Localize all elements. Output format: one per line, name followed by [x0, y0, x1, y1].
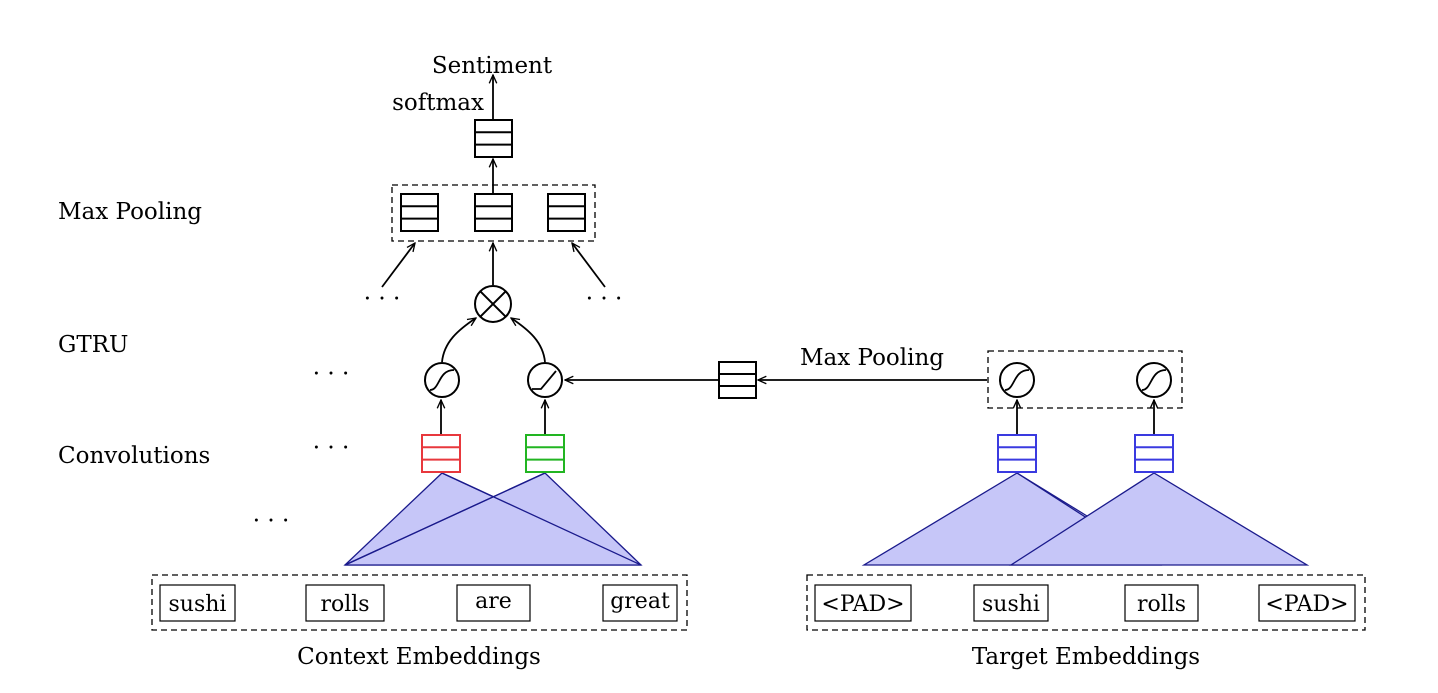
convolutions-label: Convolutions	[58, 443, 210, 469]
context-conv-windows	[343, 472, 643, 566]
sentiment-label: Sentiment	[432, 53, 553, 79]
context-token: rolls	[320, 592, 369, 617]
target-token: <PAD>	[1265, 592, 1348, 617]
vector-icon	[400, 193, 439, 232]
relu-gate-icon	[527, 362, 563, 398]
target-token: sushi	[982, 592, 1040, 617]
token-box	[1258, 584, 1356, 622]
vector-icon-blue	[1134, 434, 1174, 473]
ellipsis: · · ·	[313, 361, 350, 387]
ellipsis: · · ·	[253, 508, 290, 534]
token-box	[456, 584, 531, 622]
target-window-2	[1008, 472, 1310, 566]
target-tokens: <PAD> sushi rolls <PAD>	[814, 584, 1356, 622]
target-token: rolls	[1137, 592, 1186, 617]
target-embeddings-box	[806, 574, 1366, 631]
target-gates-box	[987, 350, 1183, 409]
gtru-label: GTRU	[58, 332, 128, 358]
ellipsis: · · ·	[586, 286, 623, 312]
max-pooling-label: Max Pooling	[58, 199, 202, 225]
softmax-label: softmax	[392, 90, 484, 116]
target-embeddings-label: Target Embeddings	[972, 644, 1200, 670]
target-token: <PAD>	[821, 592, 904, 617]
vector-icon	[718, 361, 757, 399]
tanh-gate-icon	[999, 362, 1035, 398]
token-box	[973, 584, 1049, 622]
tanh-gate-icon	[1136, 362, 1172, 398]
token-box	[814, 584, 912, 622]
tanh-gate-icon	[424, 362, 460, 398]
context-embeddings-box	[151, 574, 688, 631]
token-box	[602, 584, 678, 622]
context-tokens: sushi rolls are great	[159, 584, 678, 622]
target-max-pooling-label: Max Pooling	[800, 345, 944, 371]
vector-icon-red	[421, 434, 461, 473]
context-embeddings-label: Context Embeddings	[297, 644, 541, 670]
target-conv-windows	[861, 472, 1310, 566]
ellipsis: · · ·	[364, 286, 401, 312]
ellipsis: · · ·	[313, 435, 350, 461]
vector-icon-green	[525, 434, 565, 473]
vector-icon	[547, 193, 586, 232]
vector-icon-blue	[997, 434, 1037, 473]
vector-icon	[474, 119, 513, 158]
multiply-icon	[474, 285, 512, 323]
token-box	[159, 584, 236, 622]
arrows	[381, 75, 1154, 434]
context-token: are	[475, 589, 512, 614]
token-box	[1124, 584, 1199, 622]
vector-icon	[474, 193, 513, 232]
token-box	[305, 584, 385, 622]
context-token: sushi	[169, 592, 227, 617]
context-window-green	[344, 472, 643, 566]
context-token: great	[610, 589, 670, 614]
